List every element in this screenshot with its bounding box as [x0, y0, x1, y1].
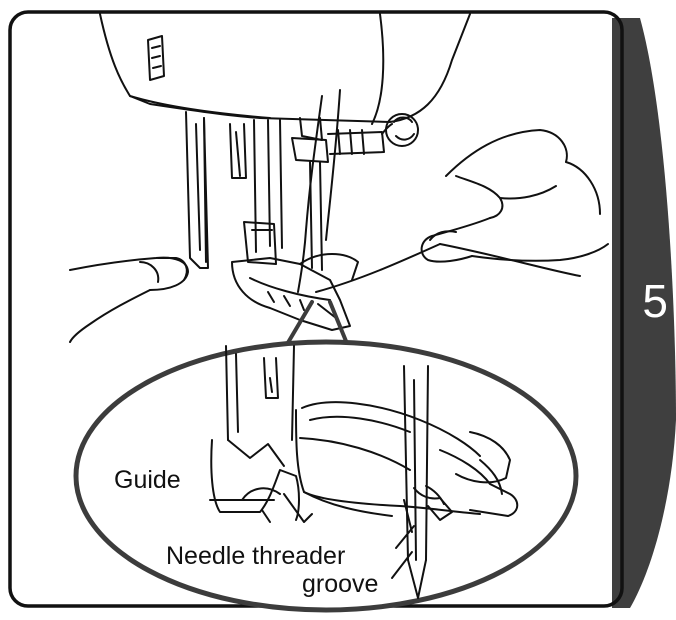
upper-thread-2 — [325, 89, 341, 241]
presser-bar — [253, 117, 329, 271]
zoom-connector-left — [284, 300, 314, 348]
left-hand — [69, 256, 189, 343]
thread-to-right-hand — [315, 243, 441, 293]
groove-leader-line — [391, 551, 413, 579]
thread-tail — [439, 243, 581, 277]
needle-clamp-screw — [327, 113, 419, 155]
needle-threader-leader-line — [395, 525, 415, 549]
guide-label: Guide — [112, 466, 183, 494]
zoom-needle-bar — [225, 345, 295, 441]
right-hand — [420, 129, 609, 263]
zoom-guide-clamp — [210, 439, 313, 523]
zoom-connector-right — [328, 300, 350, 348]
machine-head-right-curve — [371, 13, 385, 125]
zoom-thread — [295, 409, 481, 515]
presser-foot-shank — [243, 221, 277, 265]
step-tab — [612, 18, 676, 608]
needle-bar-left — [185, 111, 247, 269]
step-number: 5 — [642, 275, 668, 327]
tension-knob — [147, 35, 165, 81]
zoom-ellipse — [73, 339, 579, 613]
presser-foot — [231, 253, 359, 331]
upper-thread — [297, 95, 323, 293]
zoom-needle — [403, 365, 429, 599]
zoom-thread-2 — [303, 491, 393, 517]
zoom-threader-hook — [403, 485, 453, 533]
machine-head-lower-edge — [129, 95, 271, 119]
needle-threader-label: Needle threader — [164, 542, 348, 570]
groove-label: groove — [300, 570, 381, 598]
